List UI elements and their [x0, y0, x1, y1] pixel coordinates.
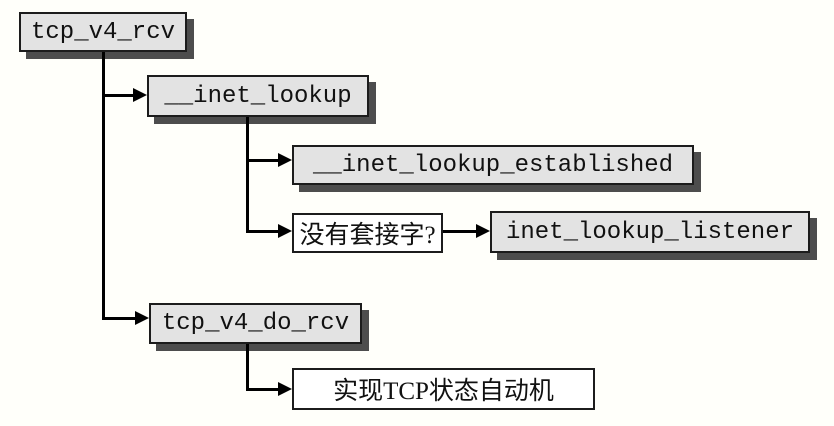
node-no-socket-condition: 没有套接字? — [292, 213, 443, 253]
connector-trunk-inet-lookup — [246, 117, 249, 233]
connector-to-inet-lookup — [102, 94, 134, 97]
node-tcp-state-machine: 实现TCP状态自动机 — [292, 368, 595, 410]
connector-to-listener — [443, 230, 476, 233]
connector-to-established — [246, 159, 278, 162]
arrowhead-to-inet-lookup — [133, 88, 147, 102]
connector-trunk-tcp-v4-do-rcv — [246, 344, 249, 391]
arrowhead-to-tcp-v4-do-rcv — [135, 311, 149, 325]
connector-trunk-tcp-v4-rcv — [102, 52, 105, 320]
node-inet-lookup-established: __inet_lookup_established — [292, 145, 694, 185]
arrowhead-to-listener — [476, 224, 490, 238]
connector-to-state-machine — [246, 388, 278, 391]
connector-to-tcp-v4-do-rcv — [102, 317, 136, 320]
node-tcp-v4-do-rcv: tcp_v4_do_rcv — [149, 303, 362, 344]
arrowhead-to-no-socket — [278, 224, 292, 238]
node-inet-lookup-listener: inet_lookup_listener — [490, 211, 810, 253]
arrowhead-to-established — [278, 153, 292, 167]
node-tcp-v4-rcv: tcp_v4_rcv — [19, 12, 187, 52]
node-inet-lookup: __inet_lookup — [147, 75, 369, 117]
connector-to-no-socket — [246, 230, 278, 233]
arrowhead-to-state-machine — [278, 382, 292, 396]
